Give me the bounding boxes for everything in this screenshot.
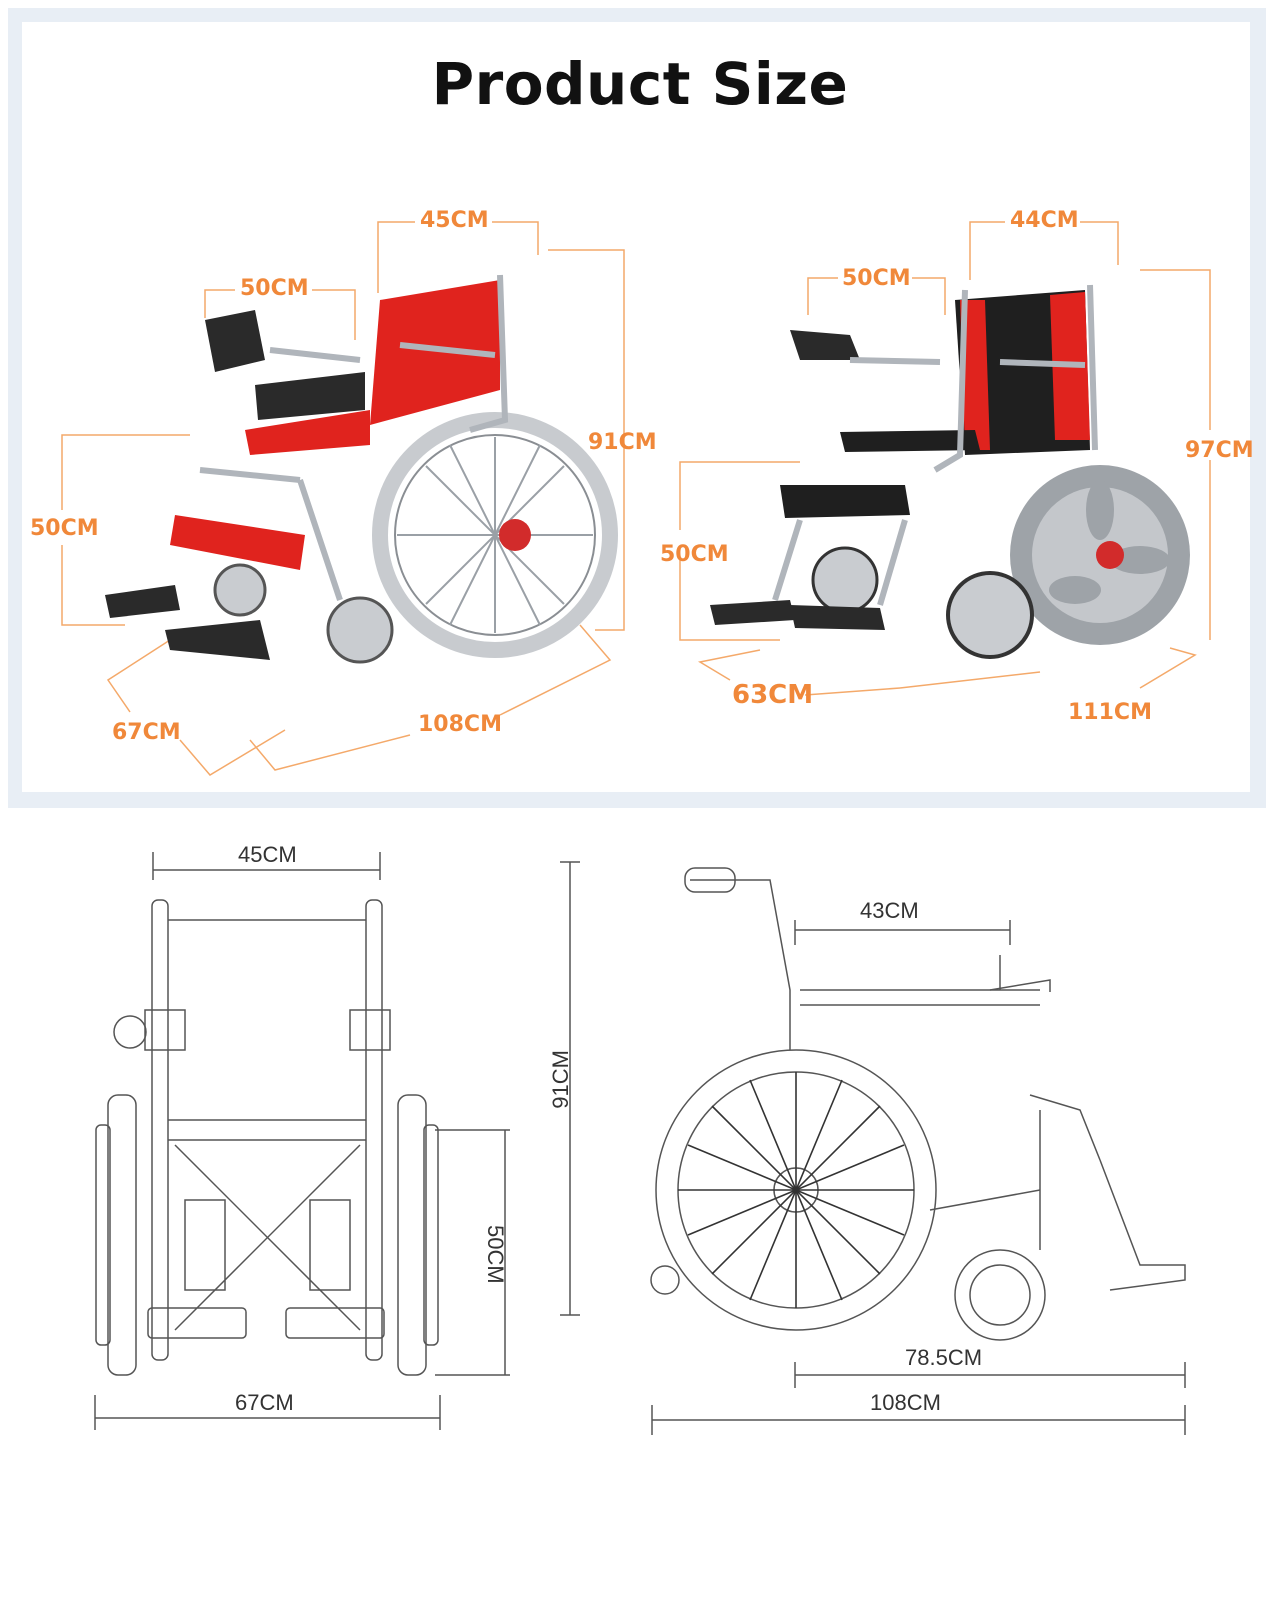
left-chair-dimension-lines [61,221,625,776]
left-seat-height-label: 50CM [30,516,99,541]
side-overall-length-label: 108CM [870,1390,941,1415]
front-view-drawing [94,852,510,1430]
left-total-height-label: 91CM [588,430,657,455]
front-seat-height-label: 50CM [483,1225,508,1284]
left-length-label: 108CM [418,712,502,737]
right-armrest-width-label: 50CM [842,266,911,291]
front-top-width-label: 45CM [238,842,297,867]
right-wheelchair-photo [710,284,1190,659]
right-back-width-label: 44CM [1010,208,1079,233]
side-seat-depth-label: 43CM [860,898,919,923]
right-width-label: 63CM [732,680,814,710]
side-view-drawing [560,861,1186,1435]
left-width-label: 67CM [112,720,181,745]
front-overall-width-label: 67CM [235,1390,294,1415]
right-seat-height-label: 50CM [660,542,729,567]
right-length-label: 111CM [1068,700,1152,725]
right-chair-dimension-lines [679,221,1211,696]
side-total-height-label: 91CM [548,1050,573,1109]
left-wheelchair-photo [105,274,618,664]
side-wheelbase-label: 78.5CM [905,1345,983,1370]
left-armrest-width-label: 50CM [240,276,309,301]
left-back-width-label: 45CM [420,208,489,233]
page-title: Product Size [431,50,849,118]
right-total-height-label: 97CM [1185,438,1254,463]
